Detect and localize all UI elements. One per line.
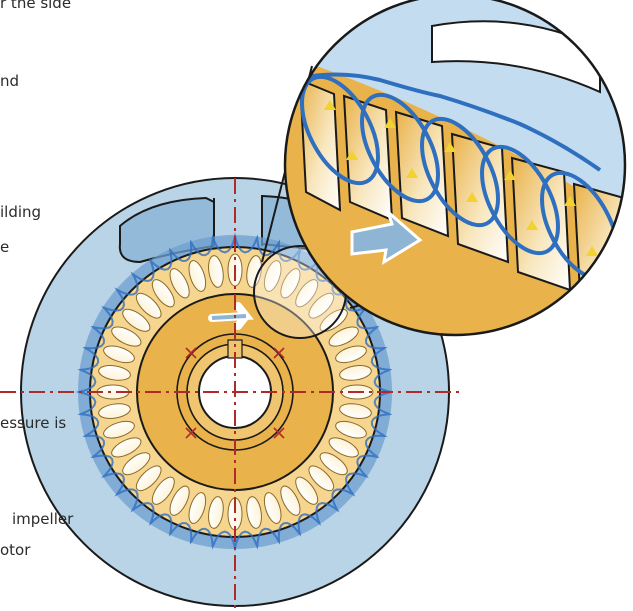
- text-fragment-6: impeller: [12, 510, 73, 528]
- zoom-vane-cell: [396, 112, 448, 236]
- text-fragment-7: otor: [0, 541, 30, 559]
- text-fragment-5: essure is: [0, 414, 66, 432]
- zoom-vane-cell: [300, 80, 340, 210]
